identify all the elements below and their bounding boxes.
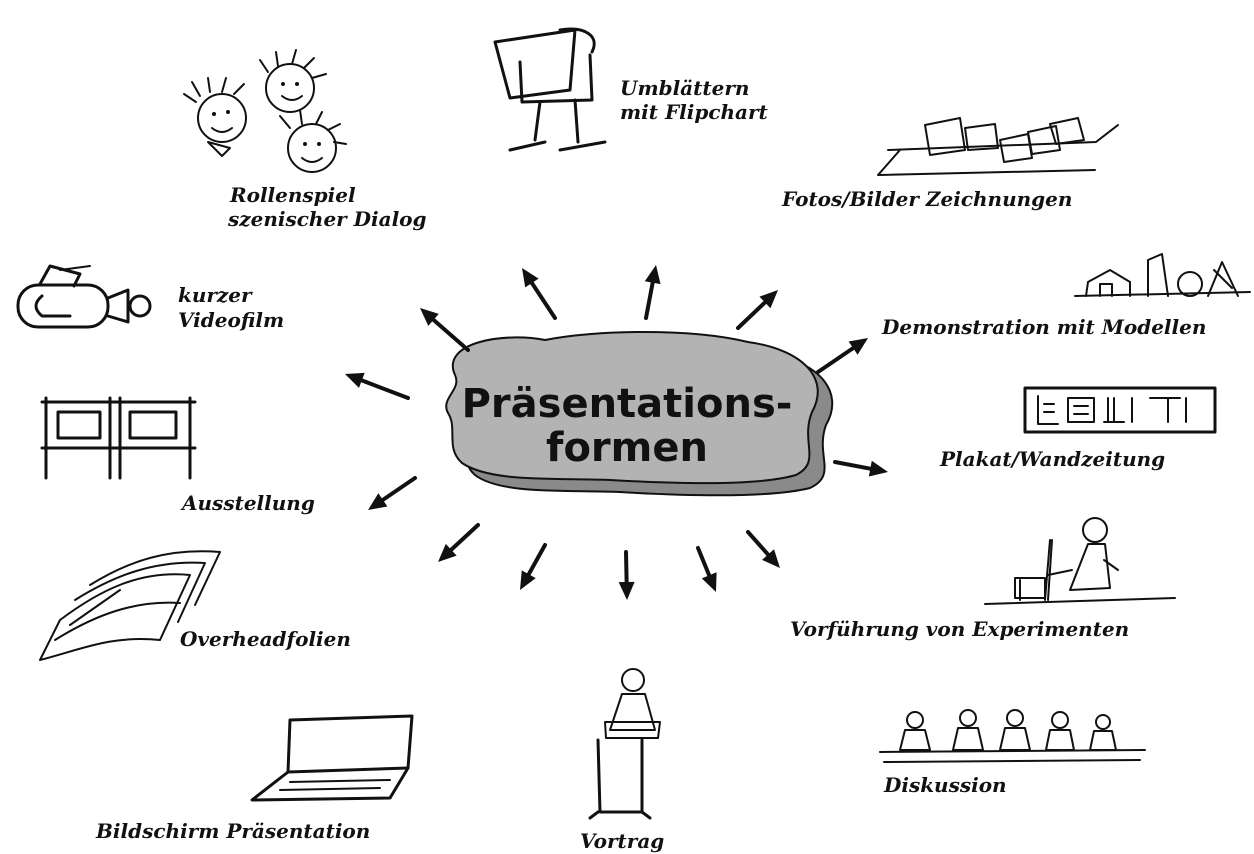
label-video-line1: kurzer [178,283,253,307]
arrow-vortrag-shaft [624,550,629,585]
center-title-line1: Präsentations- [462,381,793,427]
label-plakat: Plakat/Wandzeitung [939,447,1165,471]
label-flipchart-line2: mit Flipchart [620,100,769,124]
arrow-rollenspiel-head [522,268,539,288]
arrow-diskussion-shaft [696,546,712,578]
label-bildschirm: Bildschirm Präsentation [95,819,370,843]
role-play-faces-icon [183,49,347,173]
arrow-bildschirm [520,543,547,590]
label-ausstellung: Ausstellung [180,491,315,515]
arrow-experimente-shaft [746,530,771,557]
arrow-experimente [746,530,780,568]
label-vortrag: Vortrag [580,829,664,853]
arrow-plakat-shaft [833,460,873,471]
center-cloud: Präsentations- formen [445,331,834,497]
arrow-video-upper [420,308,470,352]
arrow-diskussion [696,546,717,592]
arrow-bildschirm-head [520,570,536,590]
transparencies-icon [39,550,221,661]
arrow-diskussion-head [701,572,717,592]
discussion-panel-icon [879,709,1146,763]
label-overhead: Overheadfolien [180,627,351,651]
arrow-flipchart [644,265,661,320]
arrows [345,265,888,600]
arrow-rollenspiel [522,268,557,320]
arrow-video [345,372,410,400]
center-title-line2: formen [546,425,708,471]
arrow-plakat [833,460,888,477]
arrow-vortrag-head [618,581,635,600]
arrow-modelle [816,338,868,374]
lectern-speaker-icon [588,668,661,820]
arrow-flipchart-shaft [644,280,655,320]
arrow-overhead [438,523,480,562]
arrow-video-head [345,372,365,388]
arrow-vortrag [618,550,635,600]
arrow-rollenspiel-shaft [529,281,557,320]
label-modelle: Demonstration mit Modellen [881,315,1206,339]
laptop-icon [250,714,414,802]
arrow-overhead-head [438,543,457,562]
arrow-overhead-shaft [449,523,480,552]
video-camera-icon [16,264,152,329]
arrow-fotos-head [759,290,778,309]
label-rollenspiel-line1: Rollenspiel [229,183,356,207]
arrow-modelle-shaft [816,346,856,374]
arrow-fotos [736,290,778,330]
arrow-ausstellung [368,476,417,510]
arrow-bildschirm-shaft [526,543,547,577]
arrow-ausstellung-shaft [380,476,417,502]
experiment-icon [984,517,1176,605]
label-experimente: Vorführung von Experimenten [790,617,1129,641]
photos-icon [877,117,1119,176]
center-cloud-shape [445,331,819,485]
label-video-line2: Videofilm [178,308,284,332]
arrow-experimente-head [762,549,780,568]
arrow-video-upper-head [420,308,439,326]
arrow-modelle-head [848,338,868,355]
arrow-flipchart-head [644,265,661,285]
arrow-video-upper-shaft [431,317,470,352]
exhibition-boards-icon [40,396,197,480]
models-icon [1074,253,1251,297]
arrow-plakat-head [868,460,888,477]
arrow-video-shaft [359,378,410,400]
flipchart-icon [493,27,607,152]
arrow-ausstellung-head [368,493,388,510]
label-fotos: Fotos/Bilder Zeichnungen [781,187,1072,211]
arrow-fotos-shaft [736,300,767,330]
poster-icon [1023,386,1217,434]
label-diskussion: Diskussion [883,773,1007,797]
label-rollenspiel-line2: szenischer Dialog [227,207,427,231]
label-flipchart-line1: Umblättern [620,76,749,100]
